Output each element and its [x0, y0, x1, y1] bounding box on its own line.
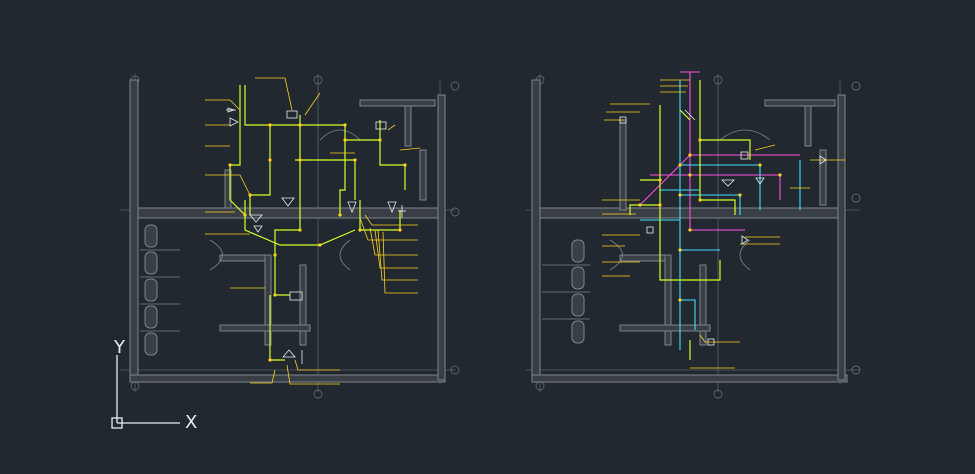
- left-toilet-fixtures: [144, 224, 158, 356]
- right-vent-piping: [639, 71, 800, 231]
- ucs-y-label: Y: [113, 337, 126, 358]
- left-water-piping: [229, 85, 406, 361]
- right-toilet-fixtures: [571, 239, 585, 344]
- left-pipe-nodes: [228, 123, 407, 362]
- right-fixture-symbols: [619, 109, 827, 346]
- left-leader-lines: [205, 77, 421, 385]
- ucs-axis-icon: [111, 355, 180, 429]
- right-leader-lines: [602, 79, 845, 369]
- ucs-x-label: X: [185, 412, 197, 433]
- right-walls: [531, 79, 848, 383]
- left-valve-symbols: [226, 107, 406, 364]
- right-stall-partitions: [542, 129, 771, 320]
- right-plumbing-plan: [525, 71, 861, 399]
- right-pipe-nodes: [638, 138, 782, 302]
- ucs-origin-box: [111, 417, 123, 429]
- left-plumbing-plan: [120, 74, 460, 399]
- left-stall-partitions: [140, 129, 361, 332]
- left-walls: [129, 79, 446, 383]
